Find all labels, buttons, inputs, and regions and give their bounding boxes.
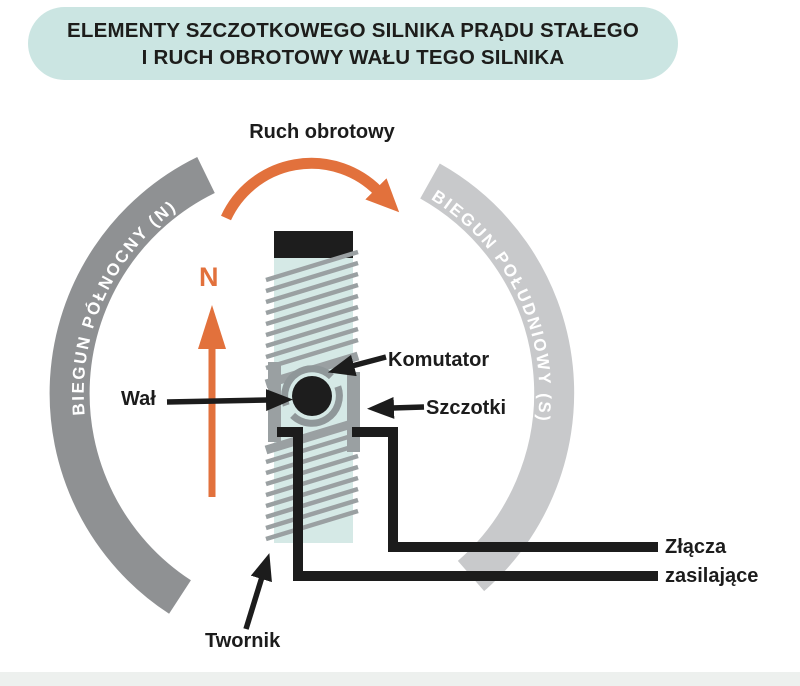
szczotki-arrow: [367, 396, 425, 419]
shaft-circle: [292, 376, 332, 416]
title-banner: ELEMENTY SZCZOTKOWEGO SILNIKA PRĄDU STAŁ…: [28, 7, 678, 80]
armature-cap: [274, 231, 353, 258]
brush-right: [347, 372, 360, 452]
wire-bottom-connector: [277, 427, 658, 581]
bottom-strip: [0, 672, 800, 686]
commutator-segment: [290, 385, 343, 427]
komutator-arrow: [327, 354, 387, 377]
north-field-arrow: [198, 305, 226, 497]
twornik-label: Twornik: [205, 630, 281, 652]
rotation-label: Ruch obrotowy: [249, 121, 395, 143]
rotation-arrow: [221, 157, 400, 221]
lower-winding-coil: [264, 417, 360, 542]
north-pole-arc: BIEGUN PÓŁNOCNY (N): [49, 157, 215, 614]
label-arrows: [166, 354, 425, 630]
north-indicator-label: N: [199, 262, 219, 292]
title-line-1: ELEMENTY SZCZOTKOWEGO SILNIKA PRĄDU STAŁ…: [67, 18, 639, 42]
supply-wires: [277, 427, 658, 581]
wal-label: Wał: [121, 388, 156, 410]
wal-arrow: [166, 389, 293, 412]
komutator-label: Komutator: [388, 349, 490, 371]
zlacza-label-line-1: Złącza: [665, 536, 727, 558]
wire-top-connector: [352, 427, 658, 552]
szczotki-label: Szczotki: [426, 397, 507, 419]
twornik-arrow: [243, 553, 272, 630]
title-line-2: I RUCH OBROTOWY WAŁU TEGO SILNIKA: [141, 45, 565, 69]
zlacza-label: Złącza zasilające: [665, 533, 758, 590]
commutator: [281, 365, 343, 427]
zlacza-label-line-2: zasilające: [665, 564, 759, 587]
south-pole-arc: BIEGUN POŁUDNIOWY (S): [420, 163, 575, 592]
